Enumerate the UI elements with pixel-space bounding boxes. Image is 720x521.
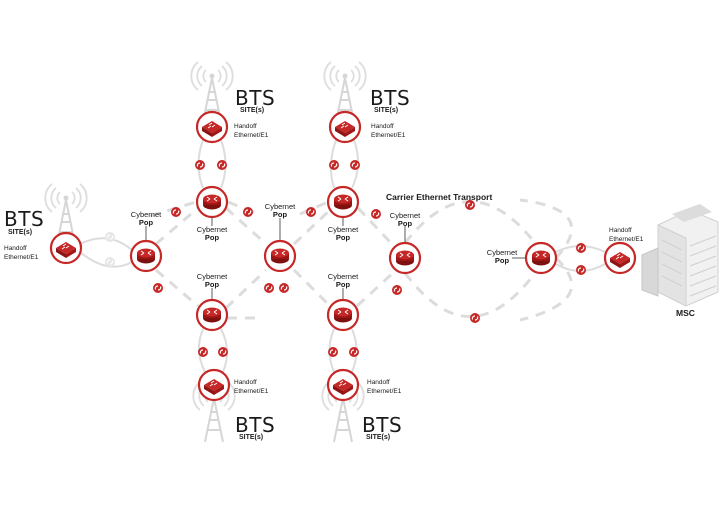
link-icon (370, 208, 382, 220)
pop-router-node (388, 241, 422, 275)
bts-label: BTS (4, 207, 45, 231)
link-icon (104, 231, 116, 243)
handoff-type-label: Ethernet/E1 (234, 388, 269, 395)
pop-label: Cybernet Pop (264, 202, 296, 219)
link-icon (391, 284, 403, 296)
link-icon (575, 242, 587, 254)
link-icon (152, 282, 164, 294)
pop-label: Cybernet Pop (486, 248, 518, 265)
pop-label: Cybernet Pop (196, 225, 228, 242)
bts-switch-node (197, 368, 231, 402)
bts-label: BTS (370, 86, 411, 110)
handoff-label: Handoff (371, 123, 394, 130)
bts-label: BTS (235, 413, 276, 437)
bts-site-label: SITE(s) (374, 107, 399, 114)
link-icon (575, 264, 587, 276)
carrier-ethernet-title: Carrier Ethernet Transport (386, 192, 493, 202)
link-icon (242, 206, 254, 218)
bts-site-label: SITE(s) (239, 434, 264, 441)
pop-router-node (195, 298, 229, 332)
pop-label: Cybernet Pop (130, 210, 162, 227)
bts-switch-node (49, 231, 83, 265)
pop-label: Cybernet Pop (327, 225, 359, 242)
bts-switch-node (195, 110, 229, 144)
bts-switch-node (326, 368, 360, 402)
handoff-type-label: Ethernet/E1 (4, 254, 39, 261)
link-icon (469, 312, 481, 324)
link-icon (194, 159, 206, 171)
link-icon (348, 346, 360, 358)
link-icon (327, 346, 339, 358)
pop-router-node (195, 185, 229, 219)
handoff-label: Handoff (234, 123, 257, 130)
bts-site-label: SITE(s) (8, 229, 33, 236)
bts-site-label: SITE(s) (240, 107, 265, 114)
pop-router-node (326, 298, 360, 332)
msc-building-icon (641, 204, 719, 307)
handoff-label: Handoff (4, 245, 27, 252)
pop-label: Cybernet Pop (327, 272, 359, 289)
pop-router-node (524, 241, 558, 275)
handoff-type-label: Ethernet/E1 (371, 132, 406, 139)
pop-label: Cybernet Pop (389, 211, 421, 228)
pop-router-node (263, 239, 297, 273)
link-icon (216, 159, 228, 171)
msc-switch-node (603, 241, 637, 275)
bts-site-label: SITE(s) (366, 434, 391, 441)
handoff-type-label: Ethernet/E1 (609, 236, 644, 243)
link-icon (278, 282, 290, 294)
bts-switch-node (328, 110, 362, 144)
link-icon (263, 282, 275, 294)
handoff-label: Handoff (367, 379, 390, 386)
link-icon (328, 159, 340, 171)
handoff-type-label: Ethernet/E1 (234, 132, 269, 139)
handoff-label: Handoff (609, 227, 632, 234)
link-icon (197, 346, 209, 358)
pop-label: Cybernet Pop (196, 272, 228, 289)
pop-router-node (326, 185, 360, 219)
link-icon (104, 256, 116, 268)
bts-label: BTS (362, 413, 403, 437)
handoff-label: Handoff (234, 379, 257, 386)
handoff-type-label: Ethernet/E1 (367, 388, 402, 395)
msc-label: MSC (676, 308, 695, 318)
pop-router-node (129, 239, 163, 273)
link-icon (217, 346, 229, 358)
bts-label: BTS (235, 86, 276, 110)
link-icon (170, 206, 182, 218)
link-icon (305, 206, 317, 218)
link-icon (349, 159, 361, 171)
